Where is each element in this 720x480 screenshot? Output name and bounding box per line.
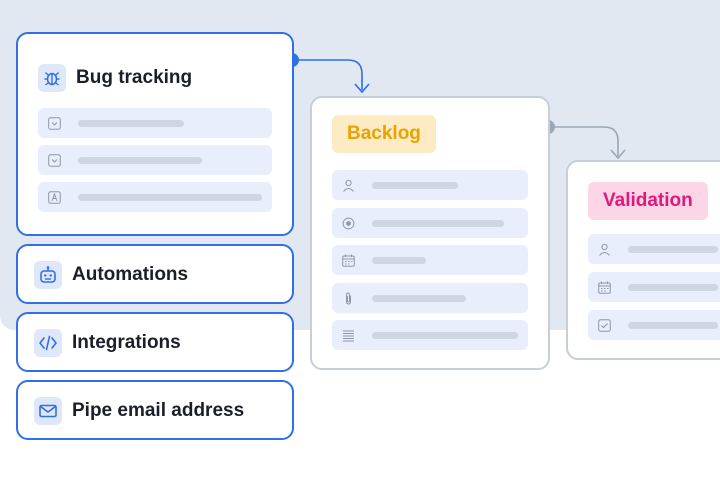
bug-icon <box>38 64 66 92</box>
validation-card[interactable]: Validation <box>566 160 720 360</box>
placeholder-bar <box>628 321 718 329</box>
calendar-icon <box>340 252 356 268</box>
placeholder-bar <box>372 294 466 302</box>
backlog-label: Backlog <box>332 115 436 153</box>
dropdown-icon <box>46 115 62 131</box>
person-icon <box>596 241 612 257</box>
integrations-label: Integrations <box>72 332 181 353</box>
list-icon <box>340 327 356 343</box>
code-icon <box>34 329 62 357</box>
placeholder-bar <box>372 219 504 227</box>
connector-backlog-to-validation <box>548 126 619 156</box>
placeholder-bar <box>372 331 518 339</box>
arrowhead-icon <box>610 149 626 160</box>
backlog-card[interactable]: Backlog <box>310 96 550 370</box>
placeholder-bar <box>78 156 202 164</box>
backlog-field-5[interactable] <box>332 320 528 350</box>
validation-field-1[interactable] <box>588 234 720 264</box>
bug-field-1[interactable] <box>38 108 272 138</box>
text-field-icon <box>46 189 62 205</box>
backlog-field-1[interactable] <box>332 170 528 200</box>
placeholder-bar <box>78 193 262 201</box>
arrowhead-icon <box>354 83 370 94</box>
backlog-field-3[interactable] <box>332 245 528 275</box>
placeholder-bar <box>78 119 184 127</box>
placeholder-bar <box>628 283 718 291</box>
bug-tracking-card[interactable]: Bug tracking <box>16 32 294 236</box>
placeholder-bar <box>372 256 426 264</box>
bug-tracking-title: Bug tracking <box>76 67 193 88</box>
bug-field-3[interactable] <box>38 182 272 212</box>
radio-icon <box>340 215 356 231</box>
mail-icon <box>34 397 62 425</box>
validation-label: Validation <box>588 182 708 220</box>
person-icon <box>340 177 356 193</box>
automations-item[interactable]: Automations <box>16 244 294 304</box>
backlog-field-4[interactable] <box>332 283 528 313</box>
placeholder-bar <box>372 181 458 189</box>
validation-field-3[interactable] <box>588 310 720 340</box>
paperclip-icon <box>340 290 356 306</box>
validation-field-2[interactable] <box>588 272 720 302</box>
placeholder-bar <box>628 245 718 253</box>
dropdown-icon <box>46 152 62 168</box>
automations-label: Automations <box>72 264 189 285</box>
pipe-email-item[interactable]: Pipe email address <box>16 380 294 440</box>
integrations-item[interactable]: Integrations <box>16 312 294 372</box>
backlog-field-2[interactable] <box>332 208 528 238</box>
bug-field-2[interactable] <box>38 145 272 175</box>
checkbox-icon <box>596 317 612 333</box>
connector-bug-to-backlog <box>292 59 363 90</box>
calendar-icon <box>596 279 612 295</box>
robot-icon <box>34 261 62 289</box>
pipe-email-label: Pipe email address <box>72 400 245 421</box>
